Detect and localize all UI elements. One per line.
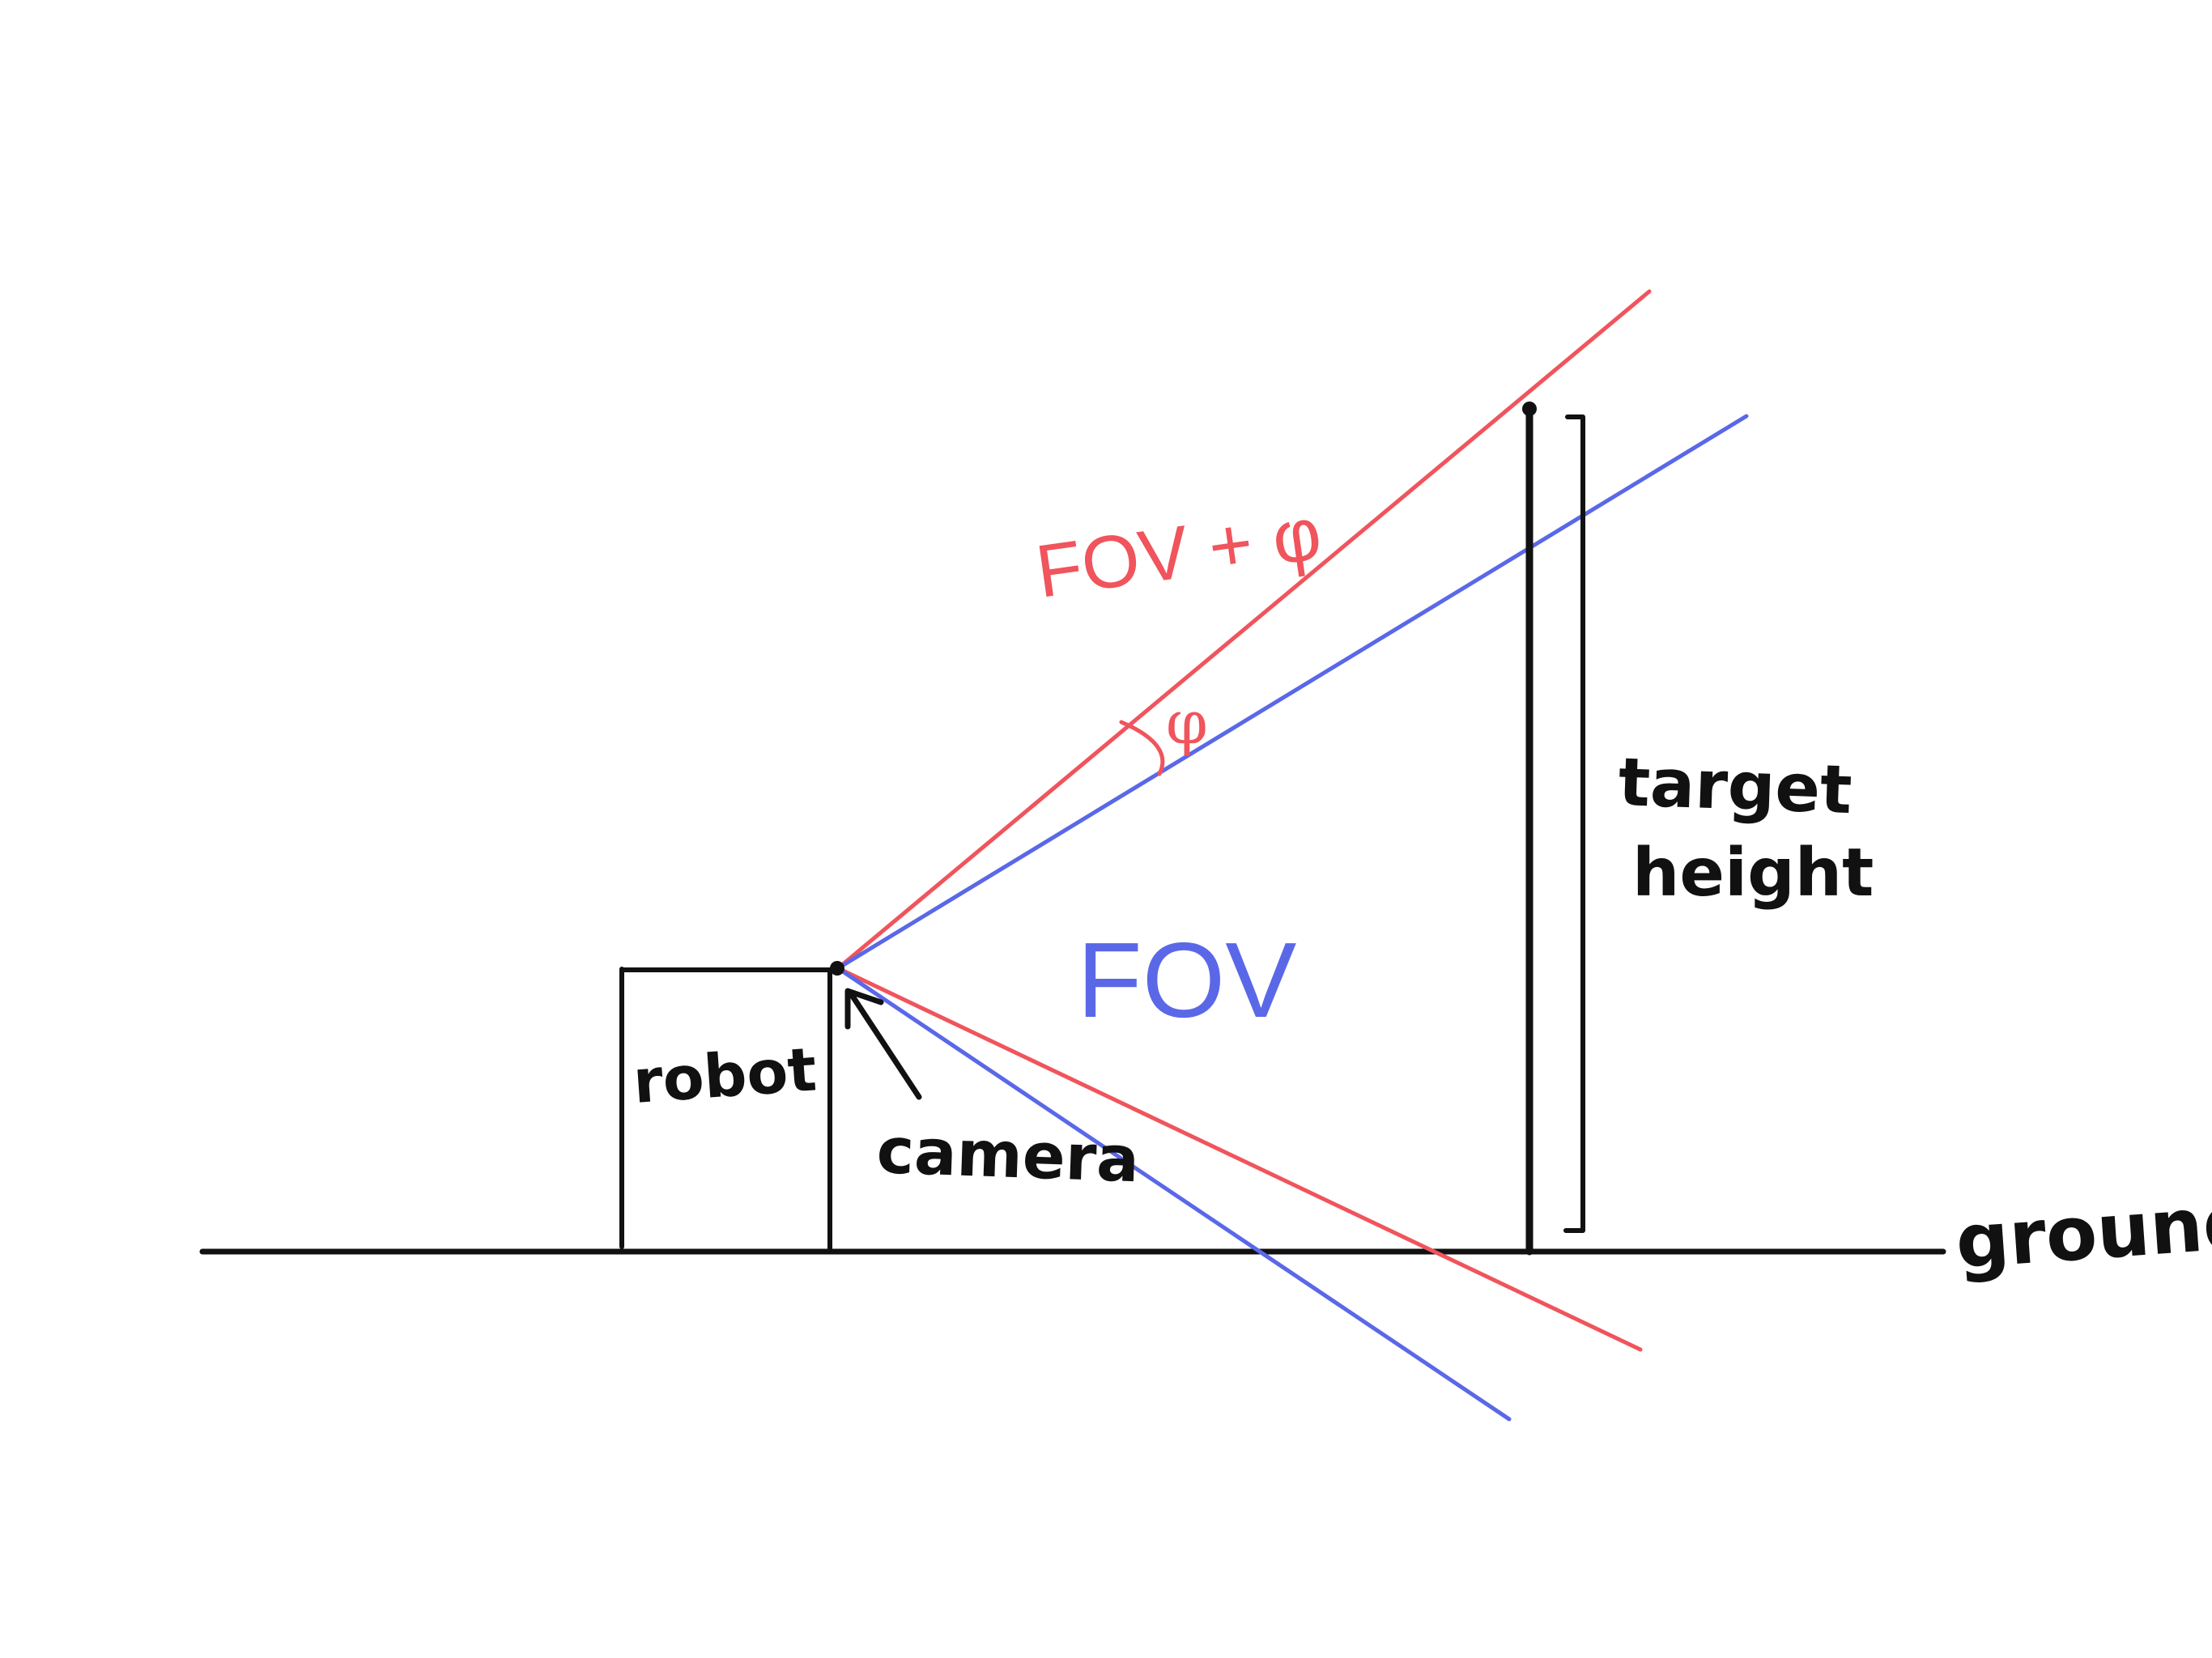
camera-arrow-shaft xyxy=(847,989,922,1100)
red-lower-ray xyxy=(836,966,1643,1352)
camera-point xyxy=(830,961,844,976)
fov-label: FOV xyxy=(1077,920,1296,1039)
robot-label: robot xyxy=(631,1035,819,1117)
camera-label: camera xyxy=(875,1115,1140,1197)
phi-angle-arc xyxy=(1119,720,1165,776)
fov-plus-phi-rays xyxy=(836,289,1652,1352)
ground-label: ground xyxy=(1953,1178,2212,1286)
target-height-bracket xyxy=(1563,414,1585,1233)
fov-rays xyxy=(836,414,1749,1422)
target-height-label-line1: target xyxy=(1617,744,1853,829)
robot-box xyxy=(619,967,836,1254)
phi-label: φ xyxy=(1166,688,1208,758)
red-upper-ray xyxy=(836,289,1652,971)
blue-upper-ray xyxy=(836,414,1749,971)
camera-arrow-head xyxy=(844,988,884,1030)
target-height-label-line2: height xyxy=(1632,835,1874,912)
blue-lower-ray xyxy=(836,966,1512,1422)
target-top-point xyxy=(1522,402,1537,416)
camera-arrow xyxy=(844,988,922,1100)
